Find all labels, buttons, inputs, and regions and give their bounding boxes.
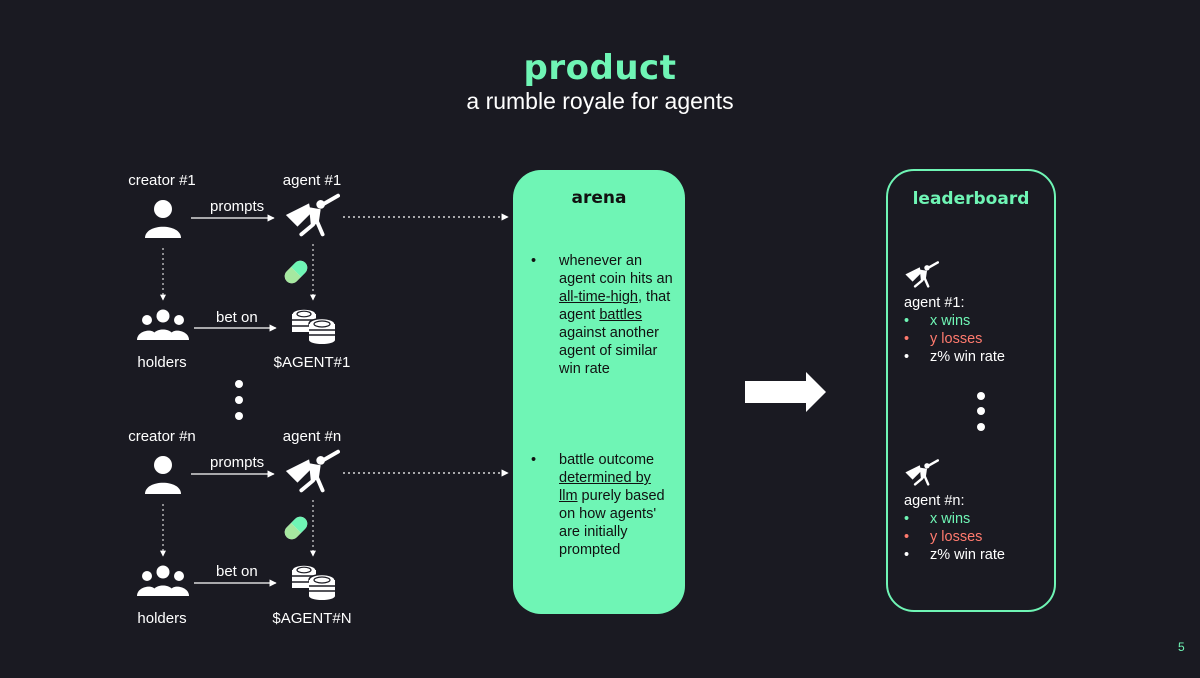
person-icon: [145, 200, 181, 238]
agent-label: agent #1: [282, 172, 342, 189]
leaderboard-win-rate: •z% win rate: [904, 547, 1005, 563]
prompts-label: prompts: [210, 454, 265, 471]
vertical-ellipsis-icon: [977, 392, 985, 431]
creator-label: creator #1: [128, 172, 196, 189]
bet-on-label: bet on: [216, 563, 258, 580]
leaderboard-wins: •x wins: [904, 511, 971, 527]
pill-icon: [281, 257, 311, 287]
pill-icon: [281, 513, 311, 543]
holders-label: holders: [137, 610, 187, 627]
arena-bullets: •battle outcome determined by llm purely…: [513, 451, 685, 559]
coin-stack-icon: [291, 564, 336, 600]
vertical-ellipsis-icon: [235, 380, 243, 420]
agent-label: agent #n: [282, 428, 342, 445]
page-subtitle: a rumble royale for agents: [466, 88, 734, 114]
prompts-label: prompts: [210, 198, 265, 215]
bet-on-label: bet on: [216, 309, 258, 326]
leaderboard-losses: •y losses: [904, 529, 983, 545]
group-icon: [137, 565, 189, 596]
right-arrow-icon: [745, 372, 826, 412]
leaderboard-losses: •y losses: [904, 331, 983, 347]
page-number: 5: [1178, 640, 1185, 654]
holders-label: holders: [137, 354, 187, 371]
person-icon: [145, 456, 181, 494]
leaderboard-title: leaderboard: [912, 189, 1030, 209]
leaderboard-wins: •x wins: [904, 313, 971, 329]
coin-label: $AGENT#1: [273, 354, 351, 371]
page-title: product: [523, 48, 677, 88]
leaderboard-entry-label: agent #n:: [904, 493, 965, 509]
leaderboard-win-rate: •z% win rate: [904, 349, 1005, 365]
arena-bullet-2: •battle outcome determined by llm purely…: [531, 452, 665, 558]
creator-label: creator #n: [128, 428, 196, 445]
coin-label: $AGENT#N: [272, 610, 352, 627]
leaderboard-panel: leaderboard: [886, 169, 1056, 612]
leaderboard-entry-label: agent #1:: [904, 295, 965, 311]
coin-stack-icon: [291, 308, 336, 344]
superhero-agent-icon: [283, 193, 340, 237]
arena-bullets: •whenever an agent coin hits an all-time…: [513, 252, 685, 378]
arena-panel: arena •whenever an agent coin hits an al…: [513, 170, 685, 614]
arena-title: arena: [571, 188, 627, 208]
arena-bullet-1: •whenever an agent coin hits an all-time…: [531, 253, 673, 377]
group-icon: [137, 309, 189, 340]
superhero-agent-icon: [283, 449, 340, 493]
